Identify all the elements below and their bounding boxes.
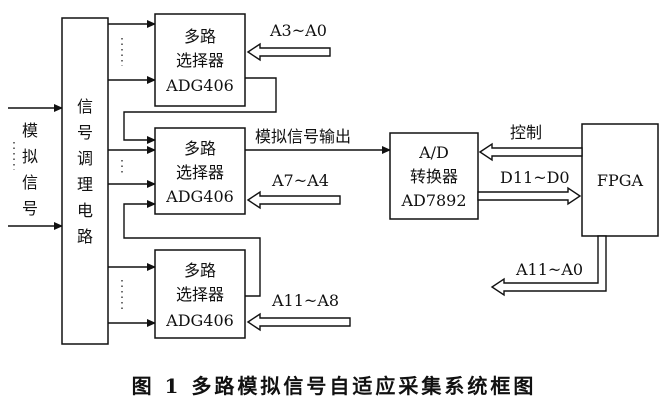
signal-conditioning-label: 信 号 调 理 电 路 — [77, 97, 93, 246]
data-bus — [477, 186, 582, 206]
adc-line3: AD7892 — [400, 191, 466, 210]
cond-char-4: 理 — [77, 175, 93, 194]
address-bus-2 — [246, 190, 341, 210]
mux-box-1 — [154, 13, 246, 107]
address-label-3: A11~A8 — [271, 291, 339, 310]
address-bus-1 — [246, 42, 331, 62]
cond-char-1: 信 — [77, 97, 93, 116]
input-char-1: 模 — [22, 121, 38, 140]
control-label: 控制 — [510, 123, 542, 142]
mux-1-line2: 选择器 — [176, 51, 224, 70]
data-bus-label: D11~D0 — [500, 168, 570, 187]
adc-line2: 转换器 — [410, 167, 458, 186]
input-signal-label: 模 拟 信 号 — [22, 121, 38, 218]
cascade-wire-1 — [123, 77, 277, 144]
mux-2-line2: 选择器 — [176, 163, 224, 182]
channel-arrows — [108, 20, 156, 327]
adc-line1: A/D — [418, 143, 449, 162]
address-out-label: A11~A0 — [515, 260, 583, 279]
mux-2-line1: 多路 — [184, 139, 216, 158]
mux-1-line1: 多路 — [184, 27, 216, 46]
cond-char-6: 路 — [77, 227, 93, 246]
fpga-box — [581, 123, 659, 237]
analog-output-label: 模拟信号输出 — [255, 127, 351, 146]
control-bus — [478, 142, 583, 162]
input-char-2: 拟 — [22, 147, 38, 166]
input-char-4: 号 — [22, 199, 38, 218]
mux-box-2 — [154, 127, 246, 215]
address-bus-3 — [246, 312, 351, 332]
mux-3-line1: 多路 — [184, 261, 216, 280]
signal-conditioning-box — [61, 17, 109, 345]
adc-box — [389, 132, 479, 220]
input-char-3: 信 — [22, 173, 38, 192]
cascade-wire-3 — [123, 200, 261, 297]
mux-box-3 — [154, 249, 246, 339]
cond-char-5: 电 — [77, 201, 93, 220]
address-label-2: A7~A4 — [271, 171, 329, 190]
mux-2-line3: ADG406 — [165, 187, 234, 206]
mux-3-line2: 选择器 — [176, 285, 224, 304]
figure-caption: 图 1 多路模拟信号自适应采集系统框图 — [132, 374, 537, 398]
address-label-1: A3~A0 — [269, 21, 327, 40]
cond-char-3: 调 — [77, 149, 93, 168]
address-out-bus — [490, 235, 607, 297]
cond-char-2: 号 — [77, 123, 93, 142]
mux-3-line3: ADG406 — [165, 311, 234, 330]
fpga-label: FPGA — [597, 171, 644, 190]
mux-1-line3: ADG406 — [165, 76, 234, 95]
